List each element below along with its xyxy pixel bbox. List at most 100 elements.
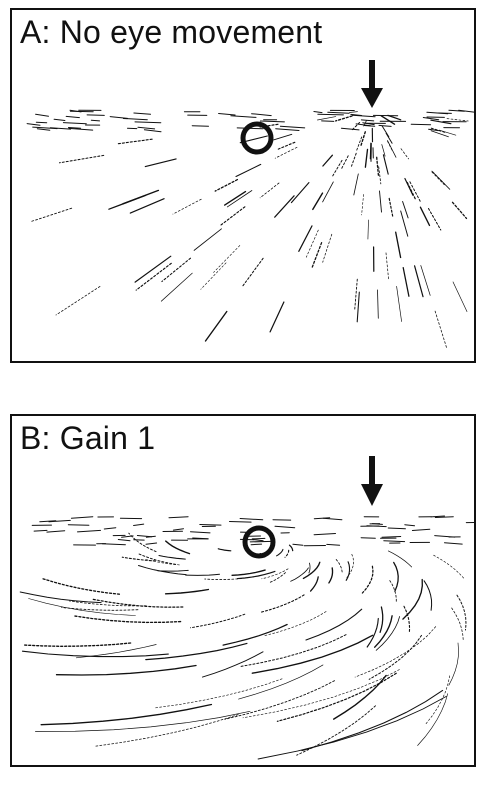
flow-line	[172, 528, 184, 531]
flow-line	[452, 281, 468, 312]
flow-line	[378, 124, 392, 127]
flow-line	[39, 520, 57, 523]
flow-line	[161, 257, 192, 283]
flow-line	[193, 228, 222, 251]
flow-line	[419, 206, 431, 227]
flow-line	[168, 516, 189, 519]
flow-line	[22, 642, 132, 647]
flow-line	[423, 580, 433, 611]
flow-line	[346, 553, 354, 578]
flow-line	[129, 198, 165, 214]
flow-line	[322, 517, 343, 521]
flow-line	[308, 562, 311, 574]
flow-line	[200, 262, 227, 290]
flow-line	[36, 128, 51, 131]
flow-line	[252, 539, 264, 542]
flow-line	[341, 155, 349, 169]
flow-line	[335, 115, 353, 122]
flow-line	[274, 525, 296, 529]
flow-line	[361, 565, 374, 594]
flow-line	[381, 125, 390, 138]
flow-line	[77, 529, 101, 533]
flow-lines	[26, 109, 474, 350]
flow-line	[387, 140, 393, 152]
flow-line	[376, 156, 380, 177]
flow-line	[72, 615, 182, 624]
flow-line	[274, 195, 295, 218]
flow-line	[19, 591, 102, 604]
flow-line	[249, 540, 273, 543]
flow-line	[69, 110, 94, 113]
flow-line	[277, 141, 296, 150]
flow-line	[367, 219, 369, 240]
flow-line	[273, 133, 293, 141]
flow-line	[103, 527, 117, 530]
flow-line	[327, 111, 350, 114]
flow-line	[117, 138, 153, 145]
flow-line	[313, 533, 336, 536]
flow-line	[93, 714, 239, 747]
flow-line	[413, 265, 424, 298]
flow-line	[145, 535, 156, 538]
flow-line	[433, 554, 465, 579]
flow-line	[35, 113, 49, 117]
flow-line	[395, 231, 402, 259]
flow-line	[417, 693, 449, 746]
flow-line	[240, 634, 347, 667]
flow-line	[134, 121, 162, 124]
flow-line	[296, 705, 376, 756]
flow-line	[145, 642, 248, 661]
flow-line	[328, 567, 334, 584]
flow-line	[400, 148, 409, 160]
flow-line	[165, 540, 191, 555]
flow-line	[451, 607, 464, 641]
flow-line	[276, 548, 284, 557]
flow-line	[138, 553, 177, 565]
flow-line	[122, 118, 148, 121]
flow-line	[430, 119, 452, 125]
flow-line	[32, 126, 58, 130]
flow-lines	[19, 515, 474, 760]
flow-line	[366, 525, 387, 528]
flow-line	[155, 678, 283, 709]
flow-line	[222, 623, 288, 646]
flow-line	[238, 664, 324, 700]
flow-line	[214, 178, 239, 192]
flow-line	[403, 605, 411, 634]
flow-line	[145, 542, 158, 545]
flow-line	[355, 136, 363, 152]
flow-line	[224, 190, 247, 206]
flow-line	[382, 154, 389, 175]
flow-line	[33, 529, 48, 532]
flow-line	[185, 573, 221, 576]
flow-line	[143, 129, 162, 133]
flow-line	[428, 128, 439, 132]
flow-line	[400, 210, 409, 237]
flow-line	[404, 524, 415, 527]
flow-line	[241, 257, 264, 288]
flow-line	[230, 115, 257, 118]
flow-line	[259, 120, 285, 123]
flow-line	[430, 127, 446, 133]
flow-line	[68, 127, 94, 131]
flow-line	[190, 531, 211, 534]
flow-line	[55, 286, 101, 316]
flow-line	[378, 166, 382, 185]
flow-line	[220, 206, 246, 226]
flow-line	[61, 607, 139, 611]
flow-line	[311, 242, 323, 269]
flow-line	[360, 119, 375, 122]
flow-line	[134, 255, 172, 283]
flow-line	[312, 192, 324, 211]
flow-line	[260, 594, 305, 613]
flow-line	[28, 598, 136, 616]
flow-line	[430, 130, 449, 138]
flow-line	[121, 535, 134, 538]
flow-line	[279, 125, 306, 129]
flow-line	[427, 207, 442, 231]
flow-line	[309, 576, 319, 592]
flow-line	[340, 127, 360, 131]
flow-line	[26, 123, 41, 126]
flow-line	[224, 680, 335, 720]
flow-line	[420, 265, 431, 296]
